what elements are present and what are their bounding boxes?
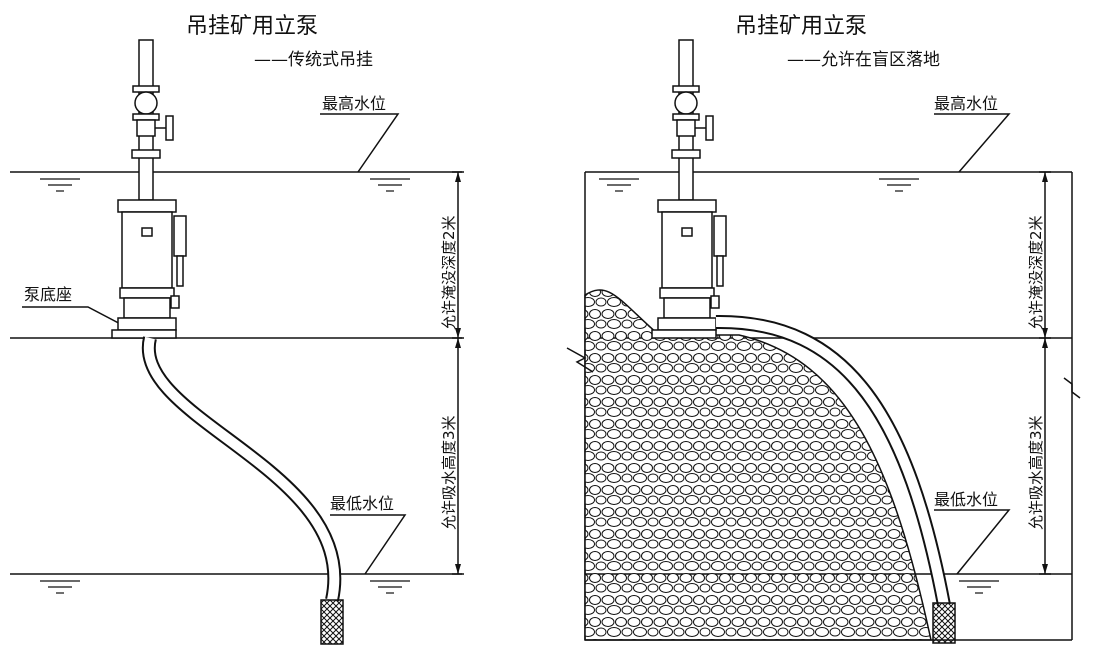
right-panel: 吊挂矿用立泵 ——允许在盲区落地 最高水位 最低水位 允许淹没深度2米 允许吸水… (549, 0, 1097, 657)
check-valve (676, 119, 696, 137)
cable-box (713, 215, 727, 257)
min-level-leader (330, 514, 407, 575)
pump-assembly (111, 39, 187, 339)
left-submerge-label: 允许淹没深度2米 (440, 215, 458, 330)
left-max-level-label: 最高水位 (322, 94, 387, 113)
pump-base (651, 329, 717, 339)
left-subtitle: ——传统式吊挂 (254, 50, 373, 70)
strainer (932, 602, 956, 644)
motor-body (121, 211, 173, 289)
water-marks (40, 178, 410, 594)
water-marks (599, 178, 999, 594)
rubble-pile (584, 289, 932, 641)
right-submerge-label: 允许淹没深度2米 (1027, 215, 1045, 330)
left-pump-base-label: 泵底座 (24, 285, 73, 304)
max-level-leader (320, 113, 400, 173)
pump-assembly (651, 39, 727, 339)
pump-base-leader (22, 306, 129, 329)
min-level-leader (934, 509, 1011, 575)
check-valve (136, 119, 156, 137)
right-max-level-label: 最高水位 (934, 94, 999, 113)
left-suction-label: 允许吸水高度3米 (440, 415, 458, 530)
right-min-level-label: 最低水位 (934, 490, 999, 509)
right-suction-label: 允许吸水高度3米 (1027, 415, 1045, 530)
left-diagram (10, 39, 464, 645)
right-subtitle: ——允许在盲区落地 (787, 50, 940, 70)
left-panel: 吊挂矿用立泵 ——传统式吊挂 最高水位 最低水位 泵底座 允许淹没深度2米 允许… (0, 0, 548, 657)
gate-valve (134, 91, 158, 115)
right-diagram (566, 39, 1081, 644)
max-level-leader (934, 113, 1011, 173)
suction-hose (141, 336, 342, 602)
left-min-level-label: 最低水位 (330, 494, 395, 513)
cable-box (173, 215, 187, 257)
right-title: 吊挂矿用立泵 (735, 14, 868, 39)
gate-valve (674, 91, 698, 115)
motor-body (661, 211, 713, 289)
strainer (320, 599, 344, 645)
left-title: 吊挂矿用立泵 (186, 14, 319, 39)
